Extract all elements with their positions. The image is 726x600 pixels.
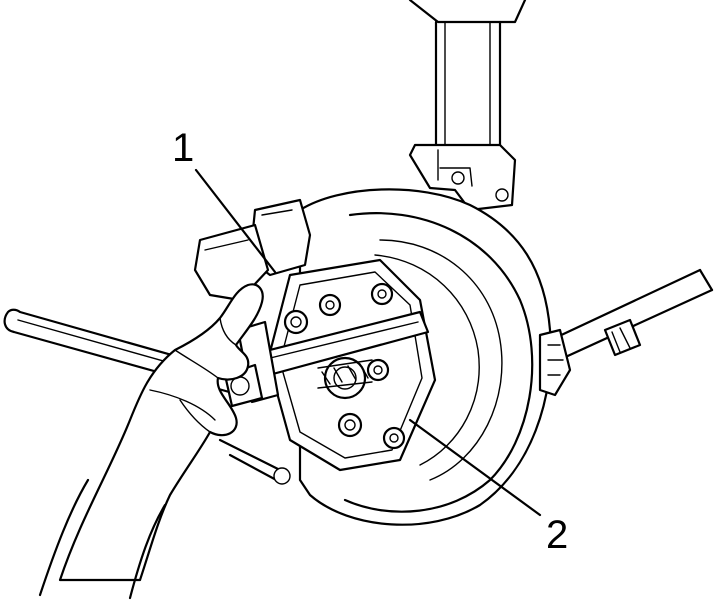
brake-caliper: [193, 198, 312, 302]
stud-nut: [366, 358, 390, 382]
stud-nut: [337, 412, 363, 438]
center-hub-nut: [317, 356, 373, 400]
callout-1: 1: [172, 126, 195, 170]
steering-knuckle-bracket: [408, 143, 517, 212]
stud-nut: [283, 309, 309, 335]
stud-nut: [370, 282, 394, 306]
leader-line-2: [408, 418, 542, 517]
lower-arm: [218, 438, 291, 485]
stud-nut: [318, 293, 342, 317]
leader-lines: [194, 168, 542, 517]
wheel-studs: [283, 282, 406, 450]
leader-line-1: [194, 168, 277, 274]
hand: [58, 283, 264, 582]
stud-nut: [382, 426, 406, 450]
callout-2: 2: [546, 513, 569, 557]
drive-shaft: [538, 268, 714, 367]
sleeve: [38, 478, 167, 600]
strut: [408, 0, 527, 152]
hub-joint: [538, 328, 572, 397]
